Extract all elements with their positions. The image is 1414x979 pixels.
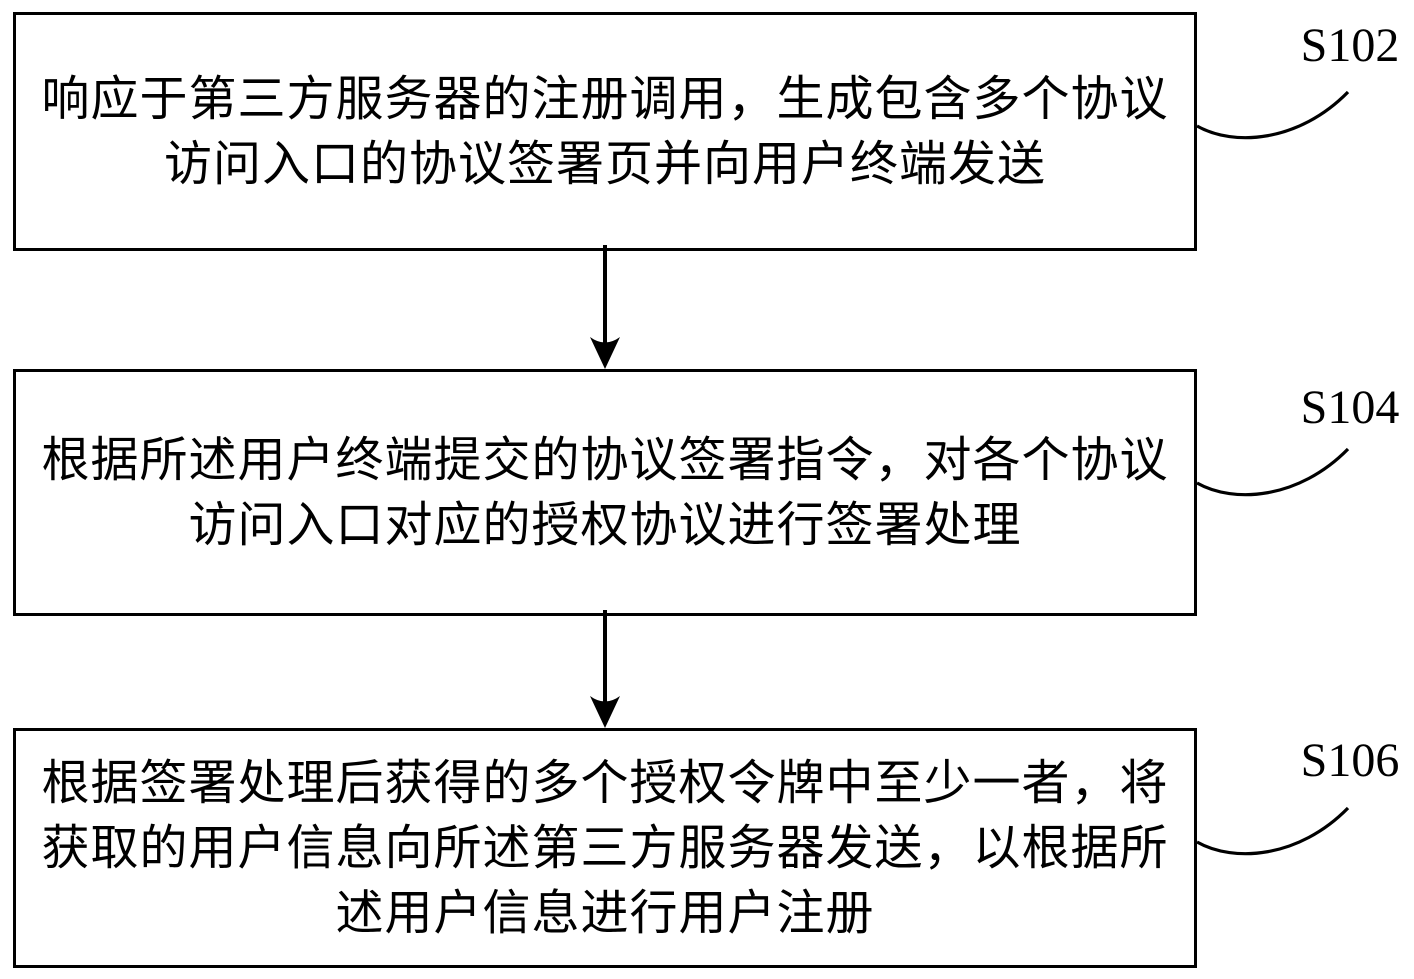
step-label-s102: S102 xyxy=(1300,19,1400,72)
flow-arrow-down-2 xyxy=(590,610,620,728)
step-label-s104: S104 xyxy=(1300,381,1400,434)
step-label-s106: S106 xyxy=(1300,734,1400,787)
step-2-label-connector-curve xyxy=(1196,447,1350,497)
step-3-text-line-3: 述用户信息进行用户注册 xyxy=(335,886,875,940)
process-box-step-2: 根据所述用户终端提交的协议签署指令，对各个协议 访问入口对应的授权协议进行签署处… xyxy=(13,369,1197,616)
process-box-step-3: 根据签署处理后获得的多个授权令牌中至少一者，将 获取的用户信息向所述第三方服务器… xyxy=(13,728,1197,968)
step-2-text-line-1: 根据所述用户终端提交的协议签署指令，对各个协议 xyxy=(41,433,1169,487)
step-2-text-line-2: 访问入口对应的授权协议进行签署处理 xyxy=(188,498,1022,552)
step-1-label-connector-curve xyxy=(1196,90,1350,140)
step-1-text-line-1: 响应于第三方服务器的注册调用，生成包含多个协议 xyxy=(41,72,1169,126)
step-1-text-line-2: 访问入口的协议签署页并向用户终端发送 xyxy=(163,137,1046,191)
step-3-label-connector-curve xyxy=(1196,806,1350,856)
step-3-text-line-1: 根据签署处理后获得的多个授权令牌中至少一者，将 xyxy=(41,756,1169,810)
step-3-text-line-2: 获取的用户信息向所述第三方服务器发送，以根据所 xyxy=(41,821,1169,875)
flow-arrow-down-1 xyxy=(590,245,620,369)
process-box-step-1: 响应于第三方服务器的注册调用，生成包含多个协议 访问入口的协议签署页并向用户终端… xyxy=(13,12,1197,251)
